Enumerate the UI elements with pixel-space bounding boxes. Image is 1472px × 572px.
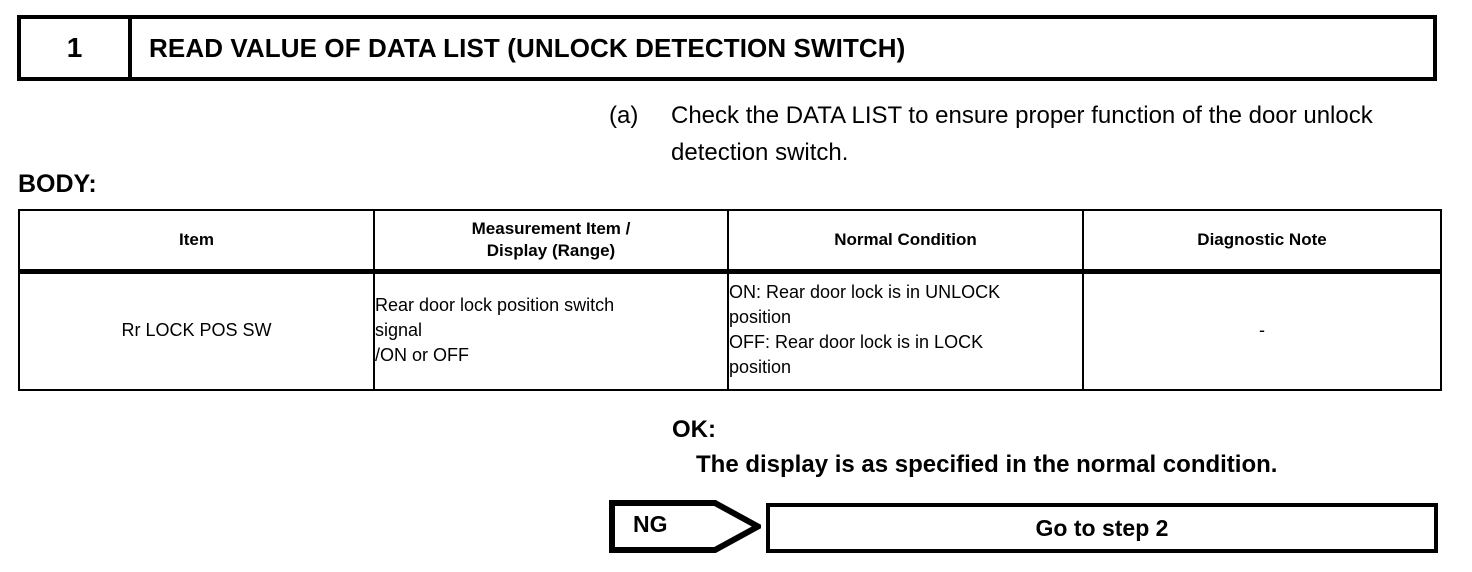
column-header-item: Item xyxy=(18,209,375,271)
column-header-measurement: Measurement Item / Display (Range) xyxy=(373,209,729,271)
instruction-text: Check the DATA LIST to ensure proper fun… xyxy=(671,102,1373,166)
cell-measurement: Rear door lock position switch signal /O… xyxy=(373,269,729,391)
instruction-paragraph: (a) Check the DATA LIST to ensure proper… xyxy=(609,97,1439,171)
ng-arrow-shape xyxy=(609,500,761,553)
cell-measurement-line3: /ON or OFF xyxy=(375,344,469,365)
cell-normal-condition-line3: OFF: Rear door lock is in LOCK xyxy=(729,332,984,352)
cell-item: Rr LOCK POS SW xyxy=(18,269,375,391)
cell-normal-condition-line1: ON: Rear door lock is in UNLOCK xyxy=(729,282,1001,302)
table-header-row: Item Measurement Item / Display (Range) … xyxy=(18,209,1442,271)
step-number: 1 xyxy=(21,19,132,77)
table-row: Rr LOCK POS SW Rear door lock position s… xyxy=(18,269,1442,391)
cell-diagnostic-note: - xyxy=(1082,269,1442,391)
data-list-table: Item Measurement Item / Display (Range) … xyxy=(18,209,1442,391)
section-label: BODY: xyxy=(18,170,97,198)
column-header-normal-condition: Normal Condition xyxy=(727,209,1084,271)
goto-step-box[interactable]: Go to step 2 xyxy=(766,503,1438,553)
result-ok-block: OK: The display is as specified in the n… xyxy=(672,412,1277,482)
column-header-measurement-line1: Measurement Item / xyxy=(471,219,631,238)
result-ok-text: The display is as specified in the norma… xyxy=(696,451,1278,478)
step-header-bar: 1 READ VALUE OF DATA LIST (UNLOCK DETECT… xyxy=(17,15,1437,81)
cell-normal-condition: ON: Rear door lock is in UNLOCK position… xyxy=(727,269,1084,391)
cell-normal-condition-line2: position xyxy=(729,307,792,327)
cell-measurement-line2: signal xyxy=(375,319,423,340)
column-header-measurement-line2: Display (Range) xyxy=(486,241,616,260)
step-title: READ VALUE OF DATA LIST (UNLOCK DETECTIO… xyxy=(149,32,906,63)
instruction-marker: (a) xyxy=(609,102,639,129)
ng-label: NG xyxy=(633,511,668,537)
cell-measurement-line1: Rear door lock position switch xyxy=(375,294,615,315)
result-ok-label: OK: xyxy=(672,416,716,443)
cell-normal-condition-line4: position xyxy=(729,357,792,377)
column-header-diagnostic-note: Diagnostic Note xyxy=(1082,209,1442,271)
